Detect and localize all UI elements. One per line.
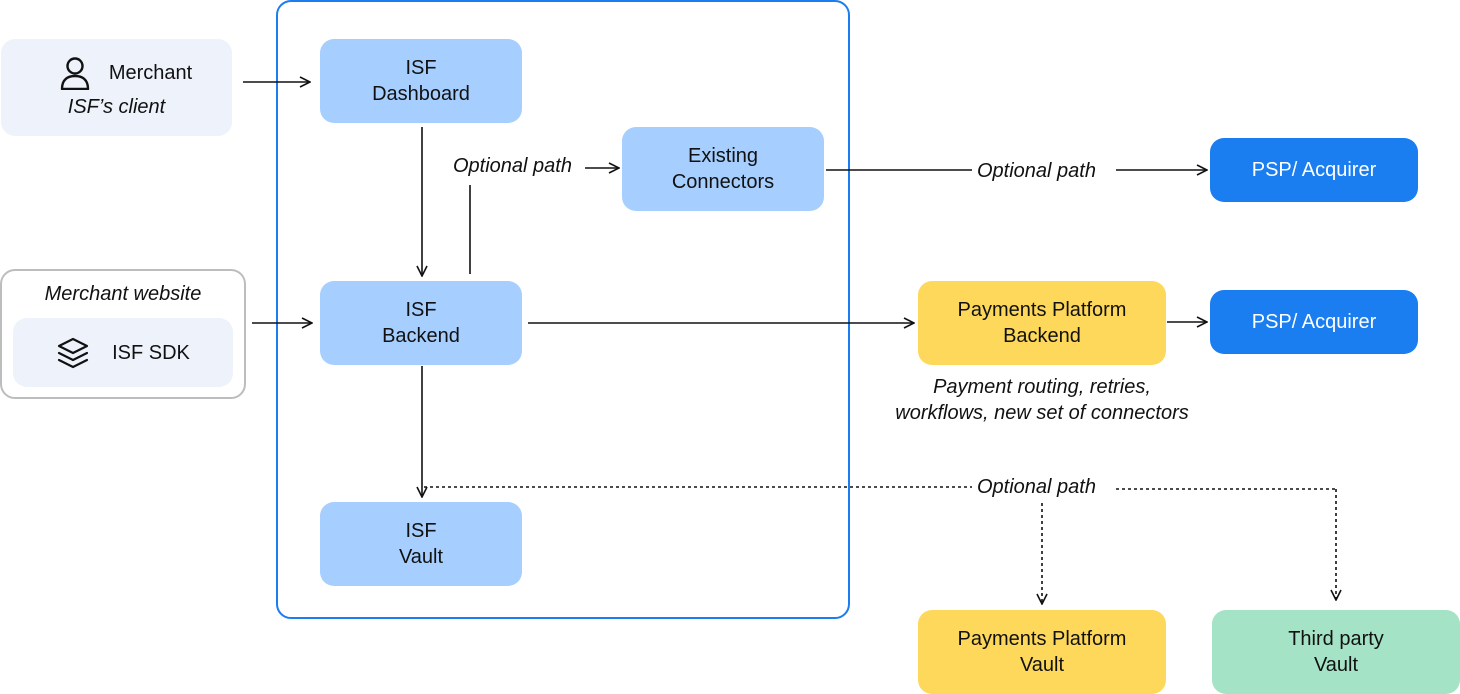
psp-acquirer-top-node: PSP/ Acquirer	[1210, 138, 1418, 202]
isf-dashboard-node: ISF Dashboard	[320, 39, 522, 123]
existing-connectors-line1: Existing	[687, 145, 759, 167]
merchant-website-container	[0, 269, 246, 399]
psp-acquirer-top-label: PSP/ Acquirer	[1251, 159, 1377, 181]
payments-platform-backend-note: Payment routing, retries, workflows, new…	[860, 374, 1224, 426]
isf-sdk-node: ISF SDK	[13, 318, 233, 387]
psp-acquirer-middle-node: PSP/ Acquirer	[1210, 290, 1418, 354]
isf-sdk-label: ISF SDK	[112, 341, 190, 364]
payments-platform-vault-line2: Vault	[1019, 654, 1065, 676]
existing-connectors-line2: Connectors	[671, 171, 775, 193]
third-party-vault-node: Third party Vault	[1212, 610, 1460, 694]
edge-label-optional-path-connectors: Optional path	[449, 153, 576, 179]
isf-boundary	[276, 0, 850, 619]
edge-label-optional-path-psp: Optional path	[973, 158, 1100, 184]
edge-label-optional-path-vault: Optional path	[973, 474, 1100, 500]
payments-platform-vault-line1: Payments Platform	[957, 628, 1127, 650]
third-party-vault-line1: Third party	[1288, 628, 1384, 650]
merchant-website-title: Merchant website	[44, 283, 202, 305]
isf-vault-node: ISF Vault	[320, 502, 522, 586]
user-icon	[59, 56, 91, 90]
payments-platform-backend-note-line2: workflows, new set of connectors	[895, 402, 1189, 424]
isf-backend-line2: Backend	[382, 325, 460, 347]
isf-backend-node: ISF Backend	[320, 281, 522, 365]
isf-vault-line1: ISF	[405, 520, 437, 542]
isf-vault-line2: Vault	[398, 546, 444, 568]
merchant-label: Merchant	[108, 61, 193, 84]
payments-platform-backend-line2: Backend	[1003, 325, 1081, 347]
payments-platform-backend-note-line1: Payment routing, retries,	[933, 376, 1151, 398]
merchant-node: Merchant ISF’s client	[1, 39, 232, 136]
psp-acquirer-middle-label: PSP/ Acquirer	[1251, 311, 1377, 333]
isf-dashboard-line2: Dashboard	[372, 83, 470, 105]
payments-platform-vault-node: Payments Platform Vault	[918, 610, 1166, 694]
third-party-vault-line2: Vault	[1313, 654, 1359, 676]
payments-platform-backend-node: Payments Platform Backend	[918, 281, 1166, 365]
existing-connectors-node: Existing Connectors	[622, 127, 824, 211]
layers-icon	[56, 336, 90, 370]
isf-dashboard-line1: ISF	[405, 57, 437, 79]
isf-backend-line1: ISF	[405, 299, 437, 321]
merchant-subtitle: ISF’s client	[67, 95, 166, 118]
payments-platform-backend-line1: Payments Platform	[957, 299, 1127, 321]
